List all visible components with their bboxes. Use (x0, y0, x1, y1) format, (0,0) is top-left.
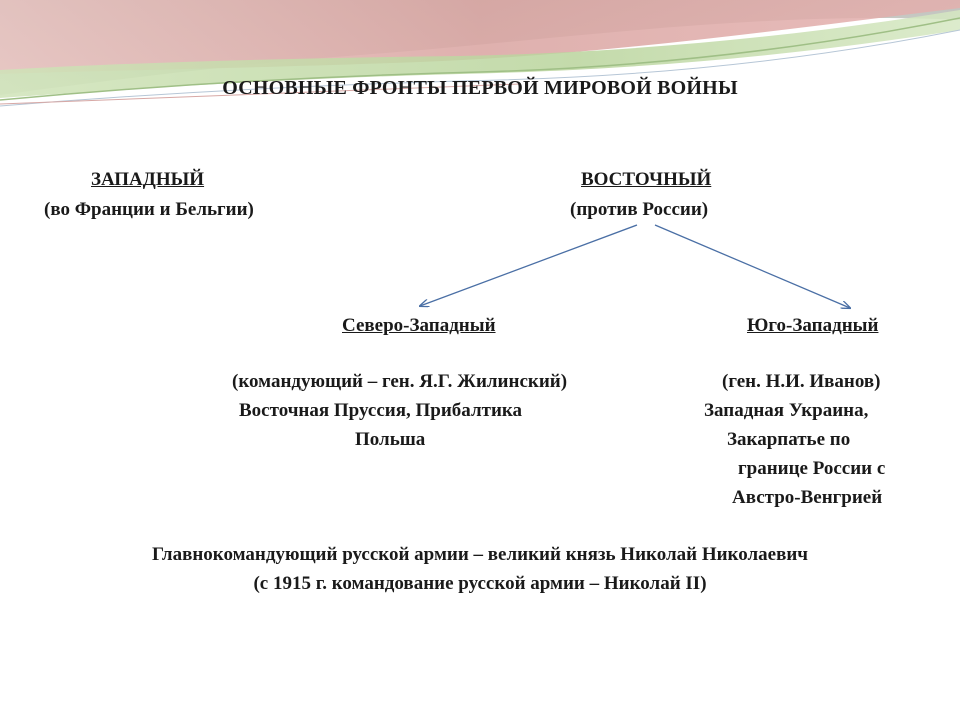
northwest-front-heading: Северо-Западный (342, 315, 496, 336)
southwest-area-line4: Австро-Венгрией (732, 487, 883, 508)
commander-1915-line: (с 1915 г. командование русской армии – … (253, 573, 707, 594)
arrow-to-northwest (420, 224, 638, 306)
southwest-area-line3: границе России с (738, 458, 886, 479)
arrow-to-southwest (654, 224, 850, 308)
southwest-area-line1: Западная Украина, (704, 400, 869, 421)
northwest-area-line2: Польша (355, 429, 426, 450)
commander-in-chief-line: Главнокомандующий русской армии – велики… (151, 544, 809, 565)
southwest-front-heading: Юго-Западный (747, 315, 879, 336)
southwest-commander: (ген. Н.И. Иванов) (722, 371, 881, 392)
slide-title: ОСНОВНЫЕ ФРОНТЫ ПЕРВОЙ МИРОВОЙ ВОЙНЫ (222, 77, 738, 99)
eastern-front-heading: ВОСТОЧНЫЙ (581, 169, 712, 190)
header-wave-decoration (0, 0, 960, 107)
southwest-area-line2: Закарпатье по (727, 429, 851, 450)
western-front-heading: ЗАПАДНЫЙ (91, 169, 205, 190)
northwest-area-line1: Восточная Пруссия, Прибалтика (239, 400, 523, 421)
northwest-commander: (командующий – ген. Я.Г. Жилинский) (232, 371, 568, 392)
eastern-front-subtitle: (против России) (570, 199, 709, 220)
western-front-subtitle: (во Франции и Бельгии) (44, 199, 254, 220)
